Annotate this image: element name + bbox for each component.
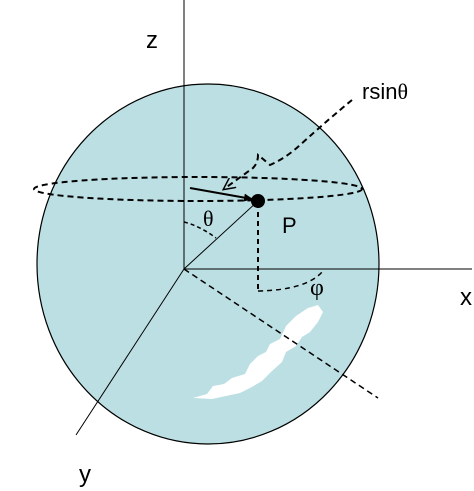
phi-label: φ bbox=[310, 275, 324, 301]
rsin-theta-arrow bbox=[189, 187, 253, 202]
sphere-highlight bbox=[193, 305, 323, 399]
y-axis-label: y bbox=[79, 461, 91, 488]
point-p bbox=[251, 194, 265, 208]
rsin-theta-label: rsinθ bbox=[362, 79, 408, 104]
phi-arc bbox=[257, 271, 323, 292]
latitude-circle bbox=[33, 176, 363, 202]
x-axis-label: x bbox=[460, 284, 472, 311]
theta-label: θ bbox=[203, 206, 214, 231]
point-label: P bbox=[282, 213, 297, 238]
sphere bbox=[36, 83, 380, 445]
z-axis-label: z bbox=[146, 27, 158, 54]
radius-vector bbox=[183, 200, 259, 270]
theta-arc bbox=[183, 221, 217, 239]
y-axis bbox=[75, 268, 185, 436]
rsin-theta-symbol: θ bbox=[397, 79, 408, 104]
rsin-prefix: rsin bbox=[362, 79, 397, 104]
label-pointer-arrow bbox=[224, 99, 353, 189]
xy-projection-line bbox=[183, 268, 379, 399]
